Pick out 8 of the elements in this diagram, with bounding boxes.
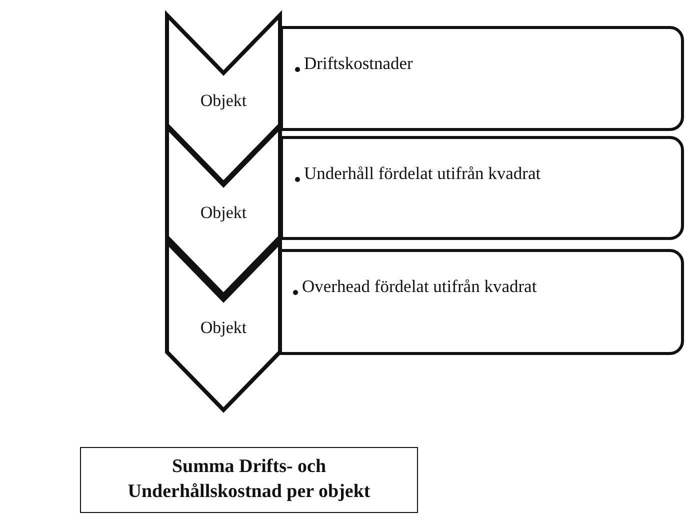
chevron-label: Objekt — [199, 318, 248, 338]
chevron-label: Objekt — [199, 203, 248, 223]
total-box — [80, 447, 418, 513]
chevron-label: Objekt — [199, 91, 248, 111]
total-label: Summa Drifts- och Underhållskostnad per objekt — [126, 455, 372, 504]
bullet-item: Driftskostnader — [304, 53, 413, 74]
bullet-item: Overhead fördelat utifrån kvadrat — [302, 276, 537, 297]
bullet-item: Underhåll fördelat utifrån kvadrat — [304, 163, 541, 184]
